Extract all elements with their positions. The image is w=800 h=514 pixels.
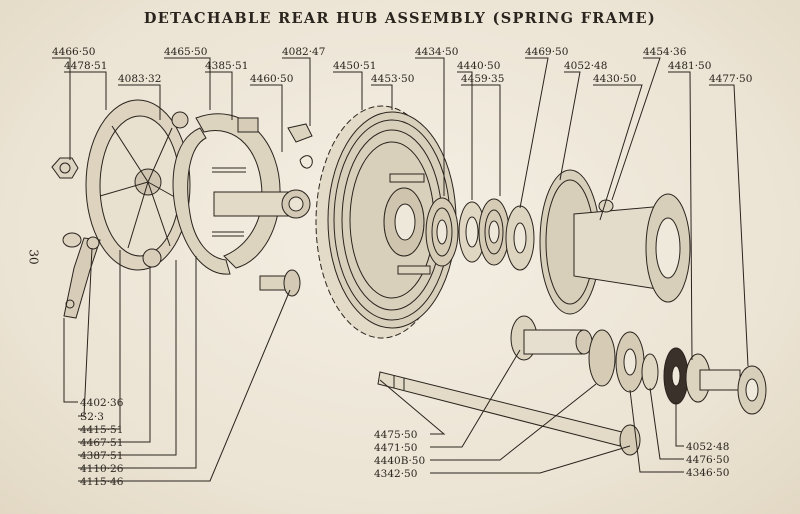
label-4402-36: 4402·36	[80, 397, 124, 409]
label-s2-3: S2·3	[80, 411, 104, 423]
label-4478-51: 4478·51	[64, 60, 107, 72]
label-4459-35: 4459·35	[461, 73, 504, 85]
label-4481-50: 4481·50	[668, 60, 711, 72]
label-4115-46: 4115·46	[80, 476, 124, 488]
label-4450-51: 4450·51	[333, 60, 376, 72]
bolt-part	[259, 269, 301, 297]
brake-plate-part	[85, 99, 191, 271]
sprocket-drum-part	[315, 105, 457, 339]
spacer-part	[458, 201, 486, 263]
label-4110-26: 4110·26	[80, 463, 124, 475]
label-4453-50: 4453·50	[371, 73, 414, 85]
label-4387-51: 4387·51	[80, 450, 123, 462]
brake-arm-part	[62, 232, 101, 319]
label-4415-51: 4415·51	[80, 424, 123, 436]
hub-drawing	[51, 99, 767, 456]
label-4477-50: 4477·50	[709, 73, 752, 85]
leader-lines	[52, 57, 749, 482]
brake-shoes-part	[172, 113, 281, 275]
hub-shell-part	[539, 169, 691, 315]
label-4346-50: 4346·50	[686, 467, 729, 479]
bearing-lower-part	[588, 329, 659, 393]
label-4467-51: 4467·51	[80, 437, 123, 449]
label-4465-50: 4465·50	[164, 46, 207, 58]
bearing-left-part	[425, 197, 459, 267]
label-4460-50: 4460·50	[250, 73, 293, 85]
adjuster-part	[287, 123, 313, 169]
label-4430-50: 4430·50	[593, 73, 636, 85]
page-title: DETACHABLE REAR HUB ASSEMBLY (SPRING FRA…	[143, 10, 657, 27]
part-labels: 4466·50 4478·51 4083·32 4465·50 4385·51 …	[52, 46, 752, 488]
label-4440-50: 4440·50	[457, 60, 500, 72]
label-4052-48-top: 4052·48	[564, 60, 607, 72]
label-4342-50: 4342·50	[374, 468, 417, 480]
label-4466-50: 4466·50	[52, 46, 95, 58]
cam-spindle-part	[213, 189, 311, 219]
label-4475-50: 4475·50	[374, 429, 417, 441]
label-4083-32: 4083·32	[118, 73, 161, 85]
nut-lower-part	[685, 353, 767, 415]
label-4471-50: 4471·50	[374, 442, 417, 454]
label-4476-50: 4476·50	[686, 454, 729, 466]
felt-washer-part	[663, 347, 689, 405]
bearing-right-part	[478, 198, 510, 266]
label-4469-50: 4469·50	[525, 46, 568, 58]
label-4440b-50: 4440B·50	[374, 455, 425, 467]
label-4434-50: 4434·50	[415, 46, 458, 58]
distance-piece-part	[510, 315, 593, 361]
label-4385-51: 4385·51	[205, 60, 248, 72]
label-4082-47: 4082·47	[282, 46, 325, 58]
dust-cover-part	[505, 205, 535, 271]
label-4454-36: 4454·36	[643, 46, 687, 58]
nut-part	[51, 157, 79, 179]
label-4052-48-bottom: 4052·48	[686, 441, 729, 453]
